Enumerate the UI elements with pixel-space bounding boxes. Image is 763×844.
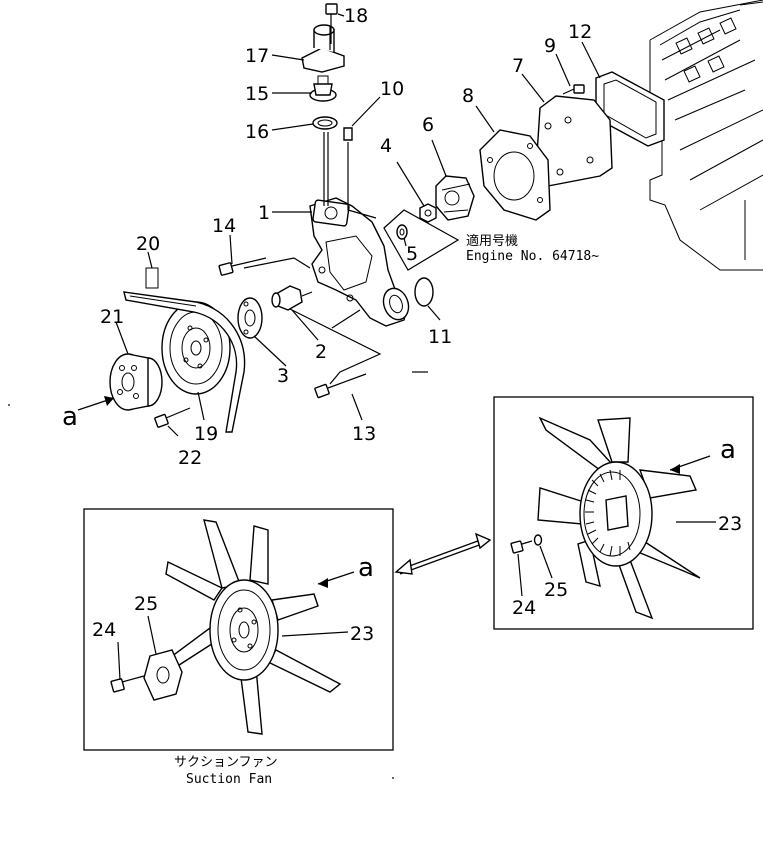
left-box-label-23: 23 xyxy=(350,623,374,645)
thermostat-housing-17 xyxy=(301,24,345,73)
applicability-note: 適用号機 Engine No. 64718~ xyxy=(466,233,599,264)
suction-fan-en: Suction Fan xyxy=(186,772,272,787)
label-19: 19 xyxy=(194,423,218,445)
thermostat-15 xyxy=(309,75,337,102)
dash-marks xyxy=(8,371,428,406)
bolt-22 xyxy=(154,407,191,428)
label-view-a: a xyxy=(62,402,78,432)
o-ring-11 xyxy=(414,277,434,307)
washer-5 xyxy=(396,224,408,240)
applicability-en: Engine No. 64718~ xyxy=(466,249,599,264)
bolt-14 xyxy=(218,257,267,276)
label-3: 3 xyxy=(277,365,289,387)
double-arrow xyxy=(394,532,492,575)
label-1: 1 xyxy=(258,202,270,224)
label-13: 13 xyxy=(352,423,376,445)
suction-fan-jp: サクションファン xyxy=(174,755,278,770)
left-box-label-25: 25 xyxy=(134,593,158,615)
label-10: 10 xyxy=(380,78,404,100)
label-8: 8 xyxy=(462,85,474,107)
nut-4 xyxy=(419,203,437,223)
part-6 xyxy=(435,175,475,221)
right-box-label-24: 24 xyxy=(512,597,536,619)
hub-3 xyxy=(237,297,263,339)
label-6: 6 xyxy=(422,114,434,136)
label-14: 14 xyxy=(212,215,236,237)
label-9: 9 xyxy=(544,35,556,57)
fan-spacer-21 xyxy=(109,353,163,411)
label-7: 7 xyxy=(512,55,524,77)
label-11: 11 xyxy=(428,326,452,348)
leader-lines-main xyxy=(115,13,601,437)
right-box-label-23: 23 xyxy=(718,513,742,535)
seal-ring-16 xyxy=(312,116,338,130)
left-box-label-24: 24 xyxy=(92,619,116,641)
shaft-2 xyxy=(271,285,313,311)
suction-fan-caption: サクションファン Suction Fan xyxy=(174,755,278,787)
bolt-9 xyxy=(562,84,585,95)
label-17: 17 xyxy=(245,45,269,67)
cover-plate-7 xyxy=(535,95,613,187)
right-box-label-a: a xyxy=(720,435,736,465)
detail-box-right: a 23 24 25 xyxy=(493,396,754,630)
part-numbers-main: 18 17 15 16 10 1 14 20 21 3 2 19 22 13 1… xyxy=(62,5,592,469)
label-15: 15 xyxy=(245,83,269,105)
label-12: 12 xyxy=(568,21,592,43)
water-pump-body-1 xyxy=(309,197,410,327)
view-a-arrow xyxy=(77,396,115,411)
right-box-label-25: 25 xyxy=(544,579,568,601)
left-box-label-a: a xyxy=(358,553,374,583)
label-18: 18 xyxy=(344,5,368,27)
label-20: 20 xyxy=(136,233,160,255)
label-16: 16 xyxy=(245,121,269,143)
pulley-19 xyxy=(161,301,231,395)
applicability-jp: 適用号機 xyxy=(466,233,518,249)
label-2: 2 xyxy=(315,341,327,363)
label-4: 4 xyxy=(380,135,392,157)
engine-block xyxy=(649,0,763,271)
label-5: 5 xyxy=(406,243,418,265)
detail-box-left: a 23 24 25 xyxy=(83,508,394,751)
applicability-leader xyxy=(383,209,460,271)
label-22: 22 xyxy=(178,447,202,469)
bolt-13 xyxy=(314,373,367,399)
plug-10 xyxy=(343,127,353,141)
gasket-8 xyxy=(479,129,551,221)
label-21: 21 xyxy=(100,306,124,328)
bolt-18 xyxy=(325,3,338,44)
